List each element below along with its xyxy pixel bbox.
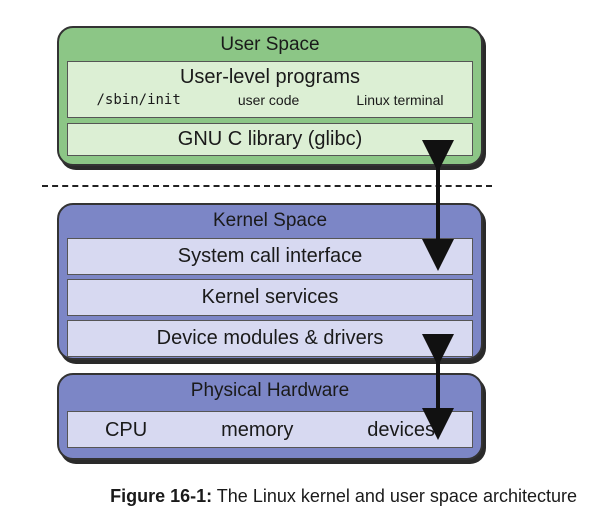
user-space-region: User Space User-level programs /sbin/ini… — [57, 26, 483, 166]
kernel-services-box: Kernel services — [67, 279, 473, 316]
program-item: Linux terminal — [356, 92, 444, 108]
figure-caption: Figure 16-1: The Linux kernel and user s… — [0, 486, 605, 507]
hardware-item: CPU — [104, 419, 148, 441]
hardware-item: devices — [367, 419, 436, 441]
hardware-items-box: CPU memory devices — [67, 411, 473, 448]
system-call-interface-box: System call interface — [67, 238, 473, 275]
kernel-space-region: Kernel Space System call interface Kerne… — [57, 203, 483, 360]
device-drivers-box: Device modules & drivers — [67, 320, 473, 357]
program-item: user code — [237, 92, 300, 108]
glibc-box: GNU C library (glibc) — [67, 123, 473, 156]
program-item: /sbin/init — [96, 92, 181, 108]
user-programs-box: User-level programs /sbin/init user code… — [67, 61, 473, 118]
hardware-item: memory — [221, 419, 294, 441]
user-kernel-divider — [42, 185, 492, 187]
hardware-items: CPU memory devices — [68, 419, 472, 442]
user-programs-items: /sbin/init user code Linux terminal — [68, 92, 472, 108]
kernel-space-title: Kernel Space — [212, 210, 328, 231]
hardware-region: Physical Hardware CPU memory devices — [57, 373, 483, 460]
figure-caption-text: The Linux kernel and user space architec… — [216, 486, 577, 506]
hardware-title: Physical Hardware — [190, 380, 350, 401]
figure-caption-label: Figure 16-1: — [110, 486, 213, 506]
user-programs-label: User-level programs — [179, 66, 361, 88]
user-space-title: User Space — [220, 34, 320, 55]
